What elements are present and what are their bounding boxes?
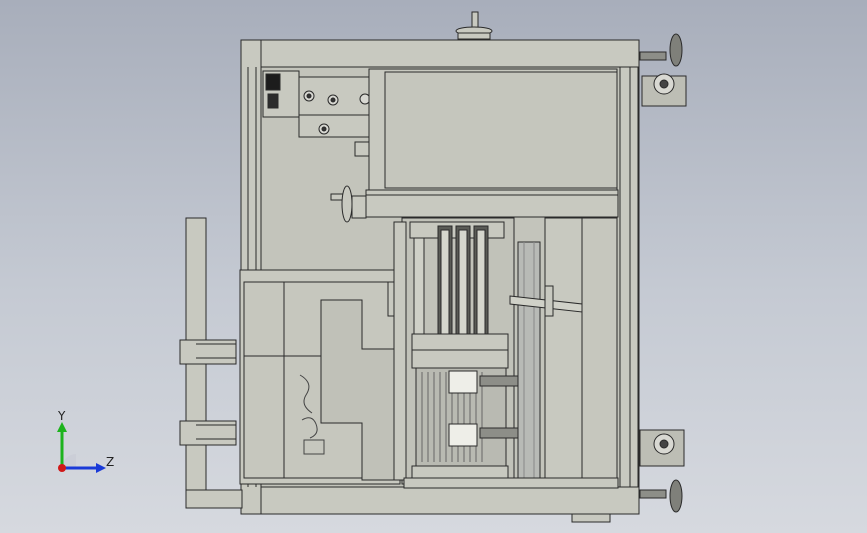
vertical-shafts (517, 241, 541, 487)
lower-die-block (239, 269, 401, 485)
caster-bottom-right (639, 429, 685, 513)
upper-beam (365, 189, 619, 218)
x-axis-dot (58, 464, 66, 472)
caster-top-right (639, 33, 687, 107)
right-housing (509, 217, 618, 487)
z-axis-label: Z (106, 455, 114, 469)
lower-beam (403, 477, 619, 489)
top-handwheel (455, 11, 493, 40)
upper-slide-assembly (262, 70, 372, 157)
side-handwheel (330, 185, 367, 223)
orientation-triad: Y Z (57, 410, 114, 473)
left-mount (179, 217, 243, 509)
y-axis-label: Y (57, 410, 66, 423)
press-column (393, 217, 515, 485)
